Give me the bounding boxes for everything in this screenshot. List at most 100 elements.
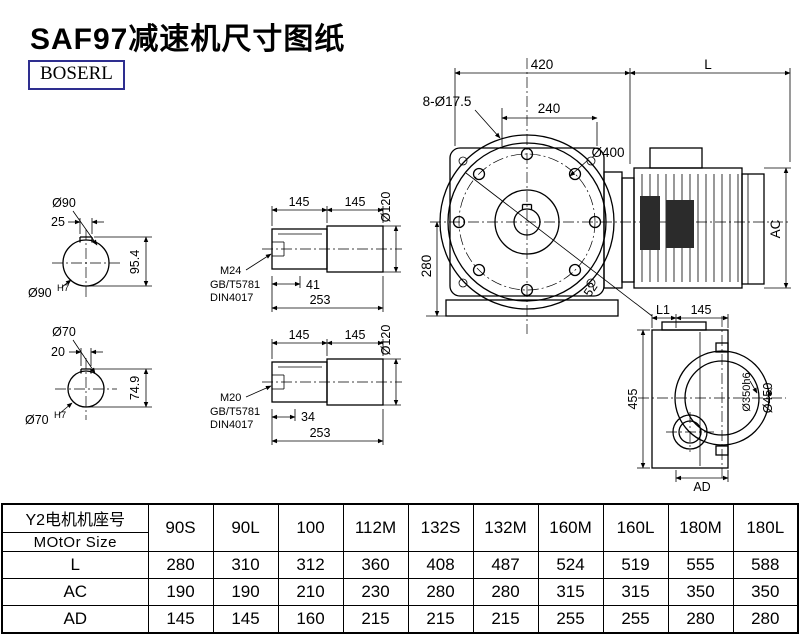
corner-holes [458,156,596,288]
label-m24-thread: M24 [220,265,241,277]
table-cell: 145 [212,605,279,633]
table-cell: 588 [732,551,799,579]
dim-motor-width: AD [693,480,710,494]
table-cell: 145 [147,605,214,633]
frame-size-header-cn: Y2电机机座号 [3,505,148,533]
table-cell: 255 [537,605,604,633]
table-cell: 215 [407,605,474,633]
table-cell: 280 [667,605,734,633]
bolt-hole [520,283,534,297]
side-flange-spigot-circle [684,360,760,436]
motor-core-section [640,196,660,250]
dim-m20-seg-a: 145 [289,328,310,342]
col-header-180l: 180L [732,503,799,552]
table-cell: 315 [537,578,604,606]
table-cell: 315 [602,578,669,606]
dim-foot: 52 [581,280,600,299]
flange-tab-top [715,342,729,353]
dim-m24-length: 253 [310,293,331,307]
bolt-hole [472,263,486,277]
bearing-boss-circle [494,189,560,255]
table-cell: 408 [407,551,474,579]
page-title: SAF97减速机尺寸图纸 [30,23,346,56]
dim-m20-dia: Ø120 [379,325,393,356]
table-row-l: L 280 310 312 360 408 487 524 519 555 58… [1,551,799,579]
col-header-112m: 112M [342,503,409,552]
col-header-90l: 90L [212,503,279,552]
col-header-100: 100 [277,503,344,552]
terminal-box [649,147,703,169]
bolt-hole [568,167,582,181]
label-m24-std2: DIN4017 [210,292,253,304]
side-flange-outer-circle [674,350,770,446]
shaft-m24-left-section [271,228,328,270]
output-shaft-bore [678,420,702,444]
table-header-row: Y2电机机座号 MOtOr Size 90S 90L 100 112M 132S… [1,503,799,552]
label-bolt-holes: 8-Ø17.5 [423,94,472,109]
section-line [465,172,653,317]
technical-drawing: 25 Ø90 95.4 Ø90 H7 20 Ø70 [25,57,791,494]
motor-frame-table: Y2电机机座号 MOtOr Size 90S 90L 100 112M 132S… [1,503,799,634]
shaft-70-circle [67,370,105,408]
table-cell: 215 [472,605,539,633]
dim-housing-width: 420 [531,57,554,72]
table-cell: 280 [407,578,474,606]
motor-winding-section [666,200,694,248]
adapter-ring [621,177,635,283]
table-cell: 310 [212,551,279,579]
shaft-m24-right-section [326,225,384,273]
row-label-ad: AD [1,605,149,633]
dim-center-height: 280 [419,255,434,278]
table-cell: 280 [732,605,799,633]
bolt-hole [472,167,486,181]
table-cell: 350 [667,578,734,606]
table-cell: 280 [147,551,214,579]
table-cell: 255 [602,605,669,633]
bolt-hole [568,263,582,277]
table-cell: 524 [537,551,604,579]
dim-key-width-90: 25 [51,215,65,229]
shaft-m20-left-section [271,361,328,403]
label-flange-dia: Ø400 [591,145,624,160]
frame-size-header-cell: Y2电机机座号 MOtOr Size [1,503,149,552]
output-shaft-m20: 145 145 Ø120 M20 GB/T5781 DIN4017 34 253 [210,325,402,445]
col-header-132m: 132M [472,503,539,552]
dim-dia-90: Ø90 [52,196,76,210]
output-shaft-outer [672,414,708,450]
dim-height-70: 74.9 [128,376,142,400]
dim-m20-depth: 34 [301,410,315,424]
shaft-90-circle [62,239,110,287]
base-plate [445,299,619,317]
top-cover [661,321,707,331]
label-m20-std1: GB/T5781 [210,406,260,418]
shaft-section-90: 25 Ø90 95.4 Ø90 H7 [28,196,152,300]
dim-m20-seg-b: 145 [345,328,366,342]
bolt-hole [520,147,534,161]
dim-m24-dia: Ø120 [379,192,393,223]
output-shaft-m24: 145 145 Ø120 M24 GB/T5781 DIN4017 41 253 [210,192,402,312]
row-label-l: L [1,551,149,579]
flange-outer-circle [439,134,615,310]
dim-bore-70-tol: H7 [54,410,66,421]
bolt-holes [452,147,602,297]
table-cell: 210 [277,578,344,606]
col-header-160m: 160M [537,503,604,552]
label-m24-std1: GB/T5781 [210,279,260,291]
brand-logo-text: BOSERL [40,63,113,84]
frame-size-header-en: MOtOr Size [33,534,117,551]
table-cell: 215 [342,605,409,633]
front-view: 420 L 240 8-Ø17.5 Ø400 280 52 AC [419,57,791,334]
label-m20-thread: M20 [220,392,241,404]
dim-motor-length: L [704,57,712,72]
dim-key-width-70: 20 [51,345,65,359]
table-cell: 190 [212,578,279,606]
table-cell: 350 [732,578,799,606]
dim-bore-90: Ø90 [28,286,52,300]
table-cell: 160 [277,605,344,633]
table-cell: 190 [147,578,214,606]
dim-motor-height: AC [768,219,783,238]
shaft-bore-circle [513,208,541,236]
fan-cowl [741,173,765,285]
table-cell: 312 [277,551,344,579]
